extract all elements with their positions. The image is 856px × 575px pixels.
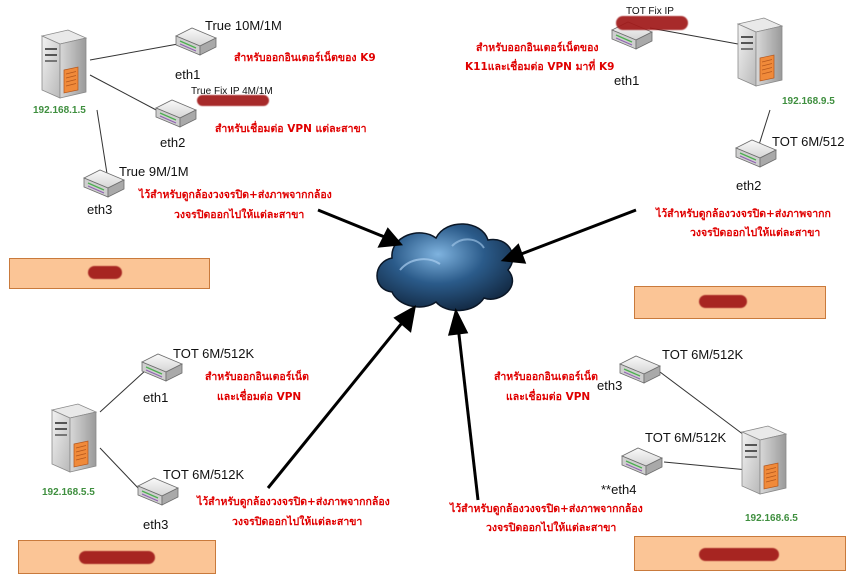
- port-label: eth3: [87, 202, 113, 217]
- note-text: และเชื่อมต่อ VPN: [217, 391, 302, 403]
- links-top-left: [89, 43, 179, 181]
- port-label: eth1: [175, 67, 201, 82]
- branch-box: [18, 540, 216, 574]
- line-label: TOT 6M/512K: [173, 346, 255, 361]
- line-label: TOT 6M/512K: [662, 347, 744, 362]
- port-label: eth3: [597, 378, 623, 393]
- note-text: วงจรปิดออกไปให้แต่ละสาขา: [690, 227, 821, 239]
- ip-address: 192.168.5.5: [42, 487, 95, 498]
- note-text: วงจรปิดออกไปให้แต่ละสาขา: [232, 516, 363, 528]
- note-text: ไว้สำหรับดูกล้องวงจรปิด+ส่งภาพจากกล้อง: [139, 189, 332, 201]
- note-text: K11และเชื่อมต่อ VPN มาที่ K9: [465, 61, 615, 73]
- note-text: วงจรปิดออกไปให้แต่ละสาขา: [174, 209, 305, 221]
- router-icon: [83, 169, 125, 198]
- arrow-icon: [500, 208, 637, 264]
- links-bottom-right: [659, 371, 749, 471]
- line-label: TOT 6M/512K: [645, 430, 727, 445]
- router-icon: [619, 355, 661, 384]
- server-icon: [741, 425, 787, 495]
- line-label: True 9M/1M: [119, 164, 189, 179]
- arrow-icon: [447, 307, 480, 501]
- redacted-branch-name: [699, 548, 779, 561]
- branch-box: [634, 286, 826, 319]
- note-text: ไว้สำหรับดูกล้องวงจรปิด+ส่งภาพจากกล้อง: [450, 503, 643, 515]
- line-label: TOT 6M/512K: [163, 467, 245, 482]
- port-label: eth2: [736, 178, 762, 193]
- note-text: สำหรับออกอินเตอร์เน็ตของ K9: [234, 52, 376, 64]
- port-label: eth3: [143, 517, 169, 532]
- branch-box: [634, 536, 846, 571]
- redacted-branch-name: [79, 551, 155, 564]
- branch-box: [9, 258, 210, 289]
- note-text: ไว้สำหรับดูกล้องวงจรปิด+ส่งภาพจากกล้อง: [197, 496, 390, 508]
- note-text: สำหรับเชื่อมต่อ VPN แต่ละสาขา: [215, 123, 367, 135]
- arrows: [266, 208, 637, 501]
- links-bottom-left: [99, 369, 147, 491]
- port-label: eth1: [143, 390, 169, 405]
- server-icon: [41, 29, 87, 99]
- redacted-text: [197, 95, 269, 106]
- ip-address: 192.168.6.5: [745, 513, 798, 524]
- internet-cloud-icon: [376, 223, 514, 312]
- arrow-icon: [266, 305, 417, 489]
- ip-address: 192.168.1.5: [33, 105, 86, 116]
- port-label: eth1: [614, 73, 640, 88]
- server-icon: [51, 403, 97, 473]
- server-icon: [737, 17, 783, 87]
- line-label: True 10M/1M: [205, 18, 282, 33]
- router-icon: [137, 477, 179, 506]
- line-label: True Fix IP 4M/1M: [191, 86, 273, 97]
- redacted-branch-name: [88, 266, 122, 279]
- arrow-icon: [317, 208, 404, 248]
- port-label: eth2: [160, 135, 186, 150]
- note-text: สำหรับออกอินเตอร์เน็ตของ: [476, 42, 599, 54]
- note-text: สำหรับออกอินเตอร์เน็ต: [205, 371, 309, 383]
- note-text: และเชื่อมต่อ VPN: [506, 391, 591, 403]
- note-text: สำหรับออกอินเตอร์เน็ต: [494, 371, 598, 383]
- router-icon: [621, 447, 663, 476]
- note-text: วงจรปิดออกไปให้แต่ละสาขา: [486, 522, 617, 534]
- redacted-branch-name: [699, 295, 747, 308]
- line-label: TOT 6M/512: [772, 134, 845, 149]
- line-label: TOT Fix IP: [626, 6, 674, 17]
- router-icon: [735, 139, 777, 168]
- redacted-text: [616, 16, 688, 30]
- router-icon: [155, 99, 197, 128]
- note-text: ไว้สำหรับดูกล้องวงจรปิด+ส่งภาพจากก: [656, 208, 831, 220]
- port-label: **eth4: [601, 482, 637, 497]
- ip-address: 192.168.9.5: [782, 96, 835, 107]
- links-top-right: [649, 27, 771, 149]
